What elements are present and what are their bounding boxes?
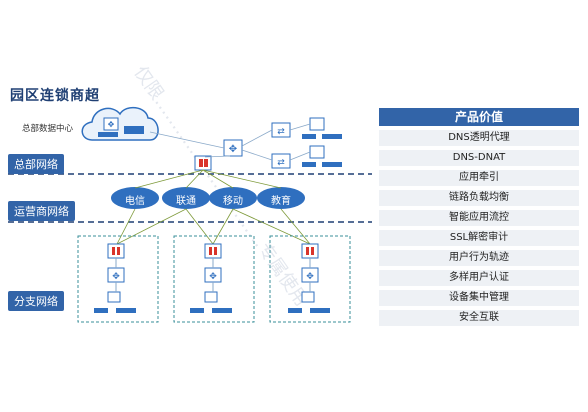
product-value-item: 设备集中管理 <box>379 290 579 306</box>
branch3-server-icon-1 <box>288 308 302 313</box>
branch-box-1 <box>77 235 159 323</box>
hq-server-icon-2 <box>322 134 342 139</box>
branch-box-3 <box>269 235 351 323</box>
branch2-router-icon: ✥ <box>204 267 222 283</box>
hq-switch-icon-right-top <box>309 117 325 131</box>
branch1-firewall-icon <box>107 243 125 259</box>
product-value-item: 用户行为轨迹 <box>379 250 579 266</box>
product-value-item: 链路负载均衡 <box>379 190 579 206</box>
region-label-hq: 总部网络 <box>8 154 64 174</box>
branch1-switch-icon <box>107 291 121 303</box>
product-value-item: DNS透明代理 <box>379 130 579 146</box>
product-value-header: 产品价值 <box>379 108 579 126</box>
hq-datacenter-label: 总部数据中心 <box>22 124 74 134</box>
svg-text:✥: ✥ <box>229 144 237 155</box>
branch3-switch-icon <box>301 291 315 303</box>
svg-text:⇄: ⇄ <box>277 158 285 168</box>
hq-server-icon-3 <box>302 162 316 167</box>
svg-text:✥: ✥ <box>108 120 115 129</box>
region-label-branch: 分支网络 <box>8 291 64 311</box>
hq-server-icon-4 <box>322 162 342 167</box>
carrier-cloud-education <box>257 187 305 209</box>
carrier-label-unicom: 联通 <box>176 196 196 207</box>
carrier-label-telecom: 电信 <box>125 196 145 207</box>
carrier-links <box>116 169 311 245</box>
hq-switch-icon-bottom: ⇄ <box>271 153 291 169</box>
product-value-item: 应用牵引 <box>379 170 579 186</box>
branch3-firewall-icon <box>301 243 319 259</box>
branch3-router-icon: ✥ <box>301 267 319 283</box>
branch3-server-icon-2 <box>310 308 330 313</box>
product-value-item: 安全互联 <box>379 310 579 326</box>
branch2-server-icon-2 <box>212 308 232 313</box>
carrier-label-education: 教育 <box>271 196 291 207</box>
branch1-server-icon-2 <box>116 308 136 313</box>
dc-server-icon-2 <box>98 132 118 137</box>
product-value-item: SSL解密审计 <box>379 230 579 246</box>
page-title: 园区连锁商超 <box>10 88 100 104</box>
hq-server-icon-1 <box>302 134 316 139</box>
branch2-firewall-icon <box>204 243 222 259</box>
branch2-switch-icon <box>204 291 218 303</box>
hq-datacenter-cloud <box>81 106 159 141</box>
hq-router-icon: ✥ <box>223 139 243 157</box>
dc-switch-icon: ✥ <box>103 117 119 131</box>
dc-server-icon <box>124 126 144 134</box>
branch1-server-icon-1 <box>94 308 108 313</box>
svg-text:✥: ✥ <box>209 272 217 282</box>
branch2-server-icon-1 <box>190 308 204 313</box>
branch-box-2 <box>173 235 255 323</box>
product-value-item: 多样用户认证 <box>379 270 579 286</box>
hq-switch-icon-right-bottom <box>309 145 325 159</box>
svg-text:⇄: ⇄ <box>277 127 285 137</box>
carrier-cloud-telecom <box>111 187 159 209</box>
hq-links <box>149 123 311 161</box>
product-value-item: 智能应用流控 <box>379 210 579 226</box>
region-label-isp: 运营商网络 <box>8 201 75 221</box>
product-value-item: DNS-DNAT <box>379 150 579 166</box>
carrier-label-mobile: 移动 <box>223 196 243 207</box>
branch1-router-icon: ✥ <box>107 267 125 283</box>
svg-text:✥: ✥ <box>306 272 314 282</box>
hq-firewall-icon <box>194 155 212 171</box>
hq-switch-icon-top: ⇄ <box>271 122 291 138</box>
carrier-cloud-mobile <box>209 187 257 209</box>
svg-text:✥: ✥ <box>112 272 120 282</box>
carrier-cloud-unicom <box>162 187 210 209</box>
